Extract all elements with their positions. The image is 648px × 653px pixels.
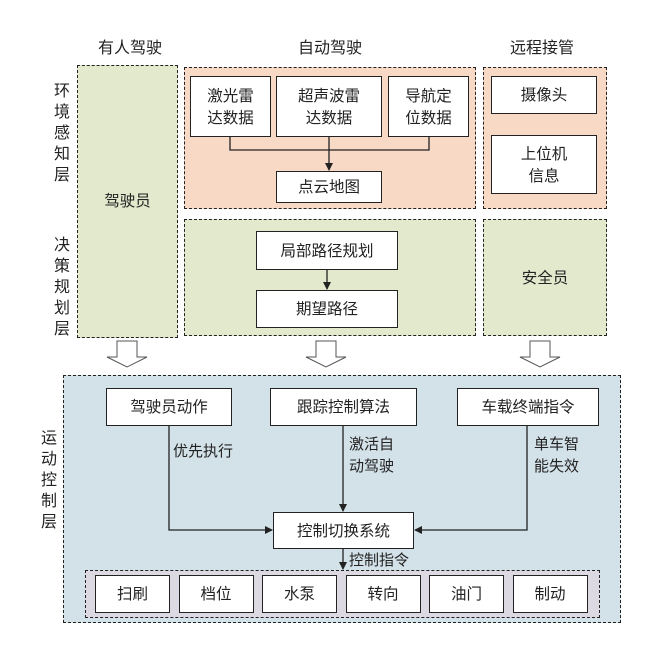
failure-line-1: 单车智: [534, 435, 580, 453]
ultrasonic-line-1: 超声波雷: [297, 86, 360, 105]
nav-line-1: 导航定: [405, 86, 452, 105]
control-command-label: 控制指令: [349, 551, 410, 569]
layer-label-planning: 决策规划层: [53, 235, 70, 338]
actuator-box: 油门: [429, 575, 504, 613]
layer-label-perception: 环境感知层: [53, 81, 70, 184]
actuator-box: 制动: [512, 575, 588, 613]
single-vehicle-failure-label: 单车智能失效: [534, 433, 579, 477]
planning-remote-zone: [483, 219, 607, 336]
actuator-box: 转向: [345, 575, 421, 613]
activate-line-1: 激活自: [349, 435, 395, 453]
hollow-arrow-remote-icon: [519, 340, 561, 368]
lidar-data-box: 激光雷达数据: [190, 76, 271, 137]
ultrasonic-line-2: 达数据: [305, 108, 353, 127]
control-switch-system-box: 控制切换系统: [273, 512, 414, 549]
desired-path-box: 期望路径: [256, 290, 398, 328]
ultrasonic-data-box: 超声波雷达数据: [276, 76, 382, 137]
point-cloud-map-box: 点云地图: [276, 171, 382, 203]
hollow-arrow-auto-icon: [305, 340, 347, 368]
tracking-control-box: 跟踪控制算法: [270, 388, 417, 426]
column-header-auto: 自动驾驶: [297, 38, 362, 57]
actuator-box: 扫刷: [95, 575, 170, 613]
safety-officer-label: 安全员: [521, 269, 569, 287]
lidar-line-1: 激光雷: [207, 86, 254, 105]
terminal-command-box: 车载终端指令: [457, 388, 599, 426]
priority-execution-label: 优先执行: [173, 442, 234, 460]
manual-driving-zone: [77, 65, 178, 338]
driver-action-box: 驾驶员动作: [106, 388, 232, 426]
local-path-planning-box: 局部路径规划: [256, 231, 398, 270]
actuator-box: 档位: [178, 575, 254, 613]
camera-box: 摄像头: [491, 76, 597, 114]
layer-label-control: 运动控制层: [40, 428, 57, 531]
column-header-manual: 有人驾驶: [97, 38, 162, 57]
hollow-arrow-manual-icon: [106, 340, 148, 368]
nav-line-2: 位数据: [405, 108, 452, 127]
activate-line-2: 动驾驶: [349, 457, 395, 475]
host-info-box: 上位机信息: [491, 135, 597, 194]
activate-autodrive-label: 激活自动驾驶: [349, 433, 394, 477]
failure-line-2: 能失效: [534, 457, 580, 475]
actuator-box: 水泵: [262, 575, 337, 613]
host-line-2: 信息: [528, 166, 560, 185]
driver-label: 驾驶员: [104, 192, 151, 210]
navigation-data-box: 导航定位数据: [388, 76, 469, 137]
column-header-remote: 远程接管: [509, 38, 574, 57]
host-line-1: 上位机: [520, 144, 568, 163]
lidar-line-2: 达数据: [207, 108, 254, 127]
